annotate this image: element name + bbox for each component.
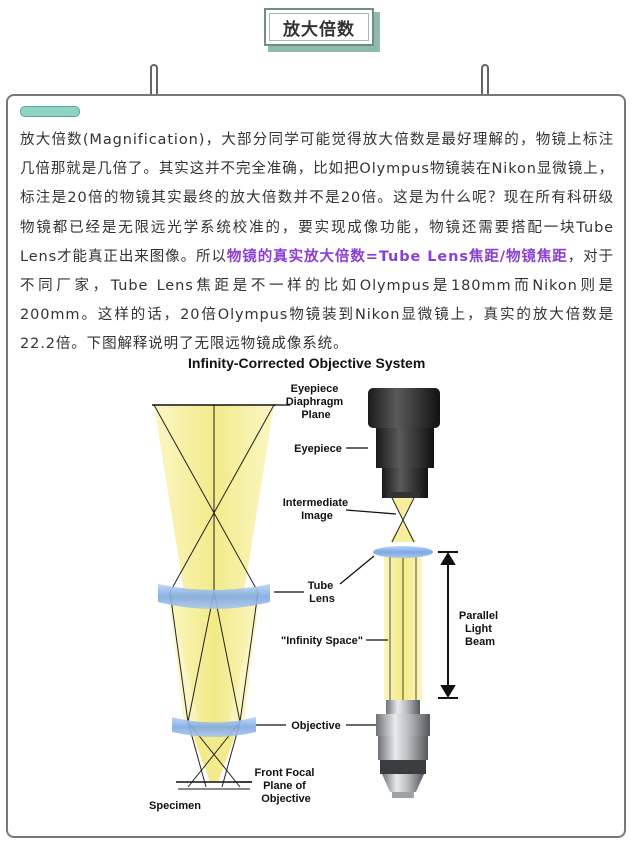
label-eyepiece: Eyepiece [294,443,342,455]
paragraph-text-2: ，对于不同厂家，Tube Lens焦距是不一样的比如Olympus是180mm而… [20,248,614,353]
content-card: 放大倍数(Magnification)，大部分同学可能觉得放大倍数是最好理解的，… [6,94,626,838]
tube-lens-small [373,546,433,558]
section-title: 放大倍数 [283,19,355,40]
label-intermediate-image: Intermediate Image [283,497,351,522]
label-eyepiece-diaphragm: Eyepiece Diaphragm Plane [286,383,347,421]
eyepiece-body [368,388,440,428]
infinity-objective-diagram: Infinity-Corrected Objective System [149,355,500,812]
label-specimen: Specimen [149,800,201,812]
objective-body [376,714,430,736]
label-objective: Objective [291,720,341,732]
tube-lens-shape [158,584,270,609]
paragraph-text-1: 放大倍数(Magnification)，大部分同学可能觉得放大倍数是最好理解的，… [20,132,614,265]
body-paragraph: 放大倍数(Magnification)，大部分同学可能觉得放大倍数是最好理解的，… [20,126,614,360]
diagram-title: Infinity-Corrected Objective System [188,355,425,371]
beam-length-arrow [438,551,458,699]
callout-lines [240,404,397,783]
label-tube-lens: Tube Lens [308,580,337,605]
title-inner-border [269,13,369,41]
accent-pill [20,106,80,117]
label-front-focal-plane: Front Focal Plane of Objective [255,767,318,805]
ray-diagram [152,404,276,790]
title-frame: 放大倍数 [264,8,374,46]
section-title-box: 放大倍数 [264,8,382,54]
objective-lens-shape [172,717,256,737]
highlight-formula: 物镜的真实放大倍数=Tube Lens焦距/物镜焦距 [226,248,568,265]
label-parallel-beam: Parallel Light Beam [459,610,500,648]
label-infinity-space: "Infinity Space" [281,635,363,647]
physical-system [368,388,458,798]
